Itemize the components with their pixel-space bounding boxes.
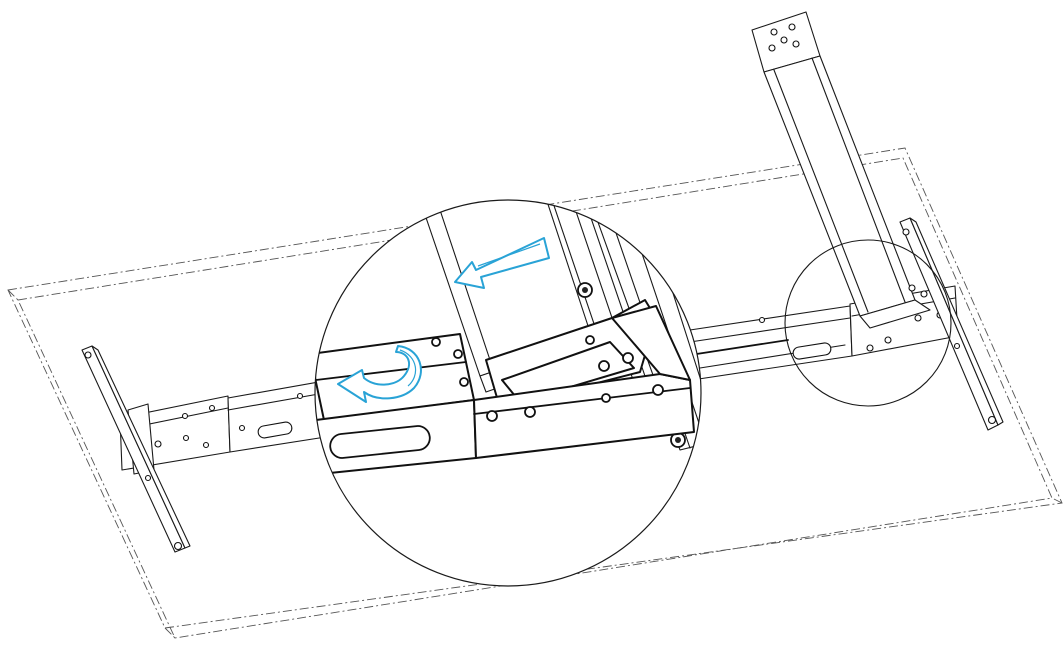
curved-rotate-arrow-icon (337, 345, 422, 403)
left-foot-bracket (81, 345, 191, 553)
leg-column (751, 11, 931, 329)
straight-arrow-icon (454, 237, 550, 289)
right-foot-bracket (899, 217, 1004, 431)
detail-circle-magnified (314, 199, 702, 587)
tabletop-outline (7, 147, 1063, 639)
detail-circle-small (784, 239, 952, 407)
